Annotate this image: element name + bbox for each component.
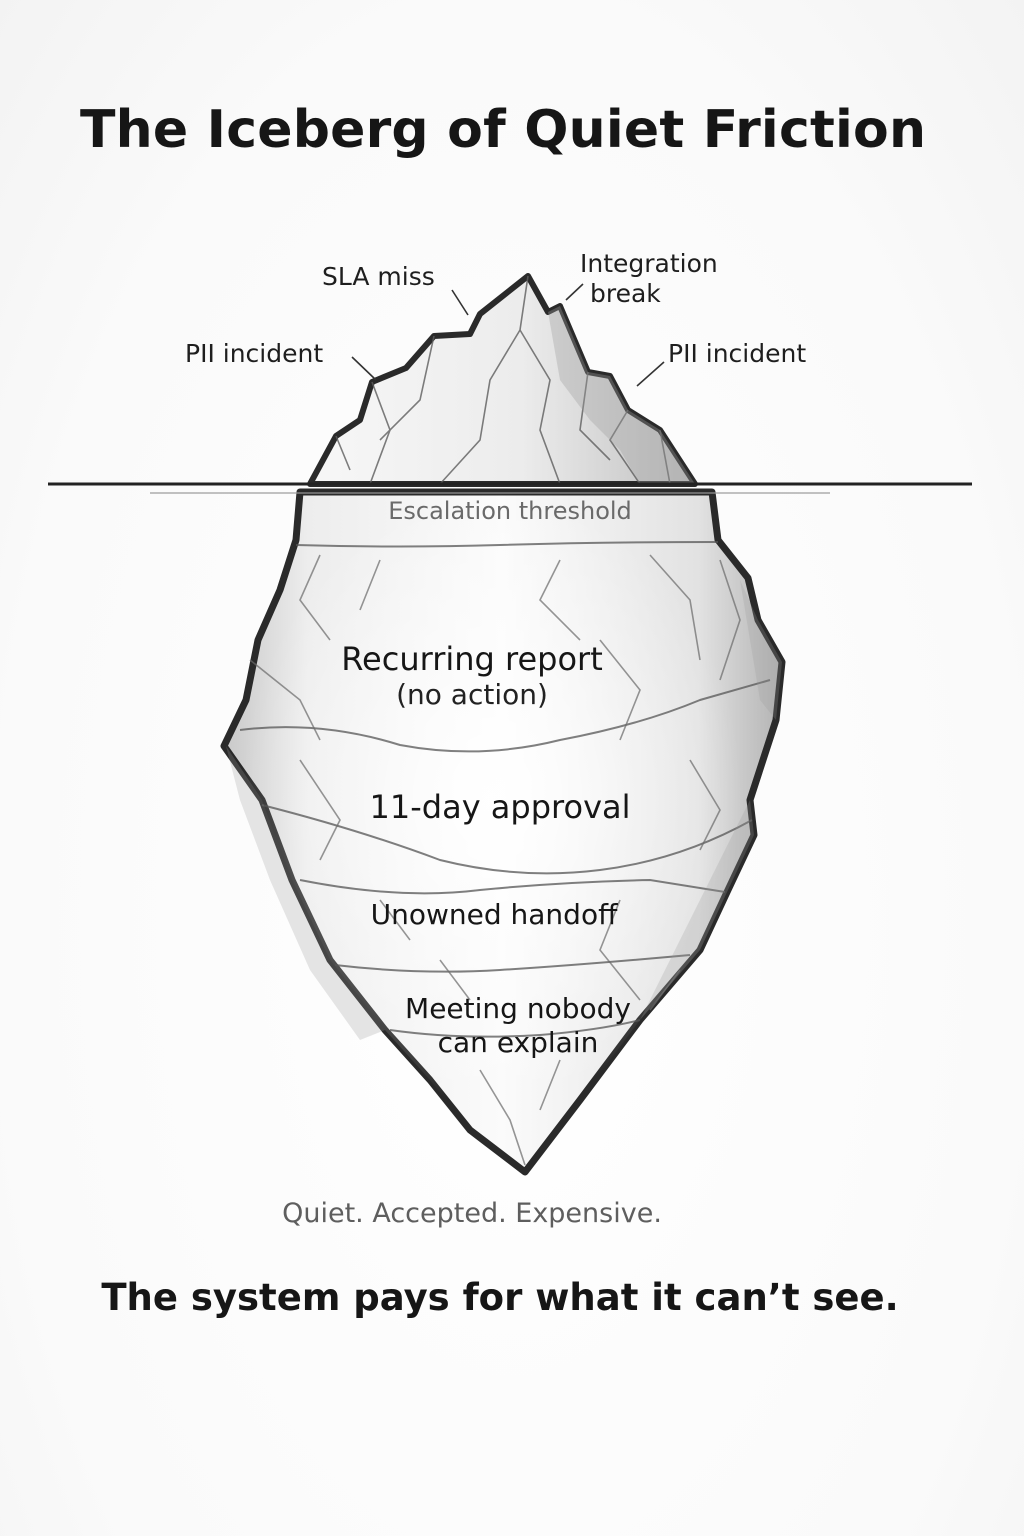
iceberg-tip	[307, 273, 698, 487]
waterline	[48, 482, 972, 494]
label-pii-incident-left: PII incident	[185, 339, 324, 368]
label-leader-lines	[351, 283, 665, 387]
label-pii-incident-right: PII incident	[668, 339, 807, 368]
layer-unowned-handoff: Unowned handoff	[370, 898, 618, 931]
label-sla-miss: SLA miss	[322, 262, 435, 291]
caption: Quiet. Accepted. Expensive.	[282, 1198, 662, 1229]
layer-recurring-report: Recurring report (no action)	[341, 640, 603, 712]
layer-meeting-nobody: Meeting nobody can explain	[405, 992, 631, 1059]
layer-11-day-approval: 11-day approval	[369, 788, 631, 826]
tagline: The system pays for what it can’t see.	[101, 1276, 899, 1319]
page-title: The Iceberg of Quiet Friction	[80, 100, 927, 160]
escalation-threshold-label: Escalation threshold	[388, 497, 632, 525]
iceberg-submerged-body	[220, 488, 786, 1176]
label-integration-break: Integration break	[580, 249, 718, 308]
